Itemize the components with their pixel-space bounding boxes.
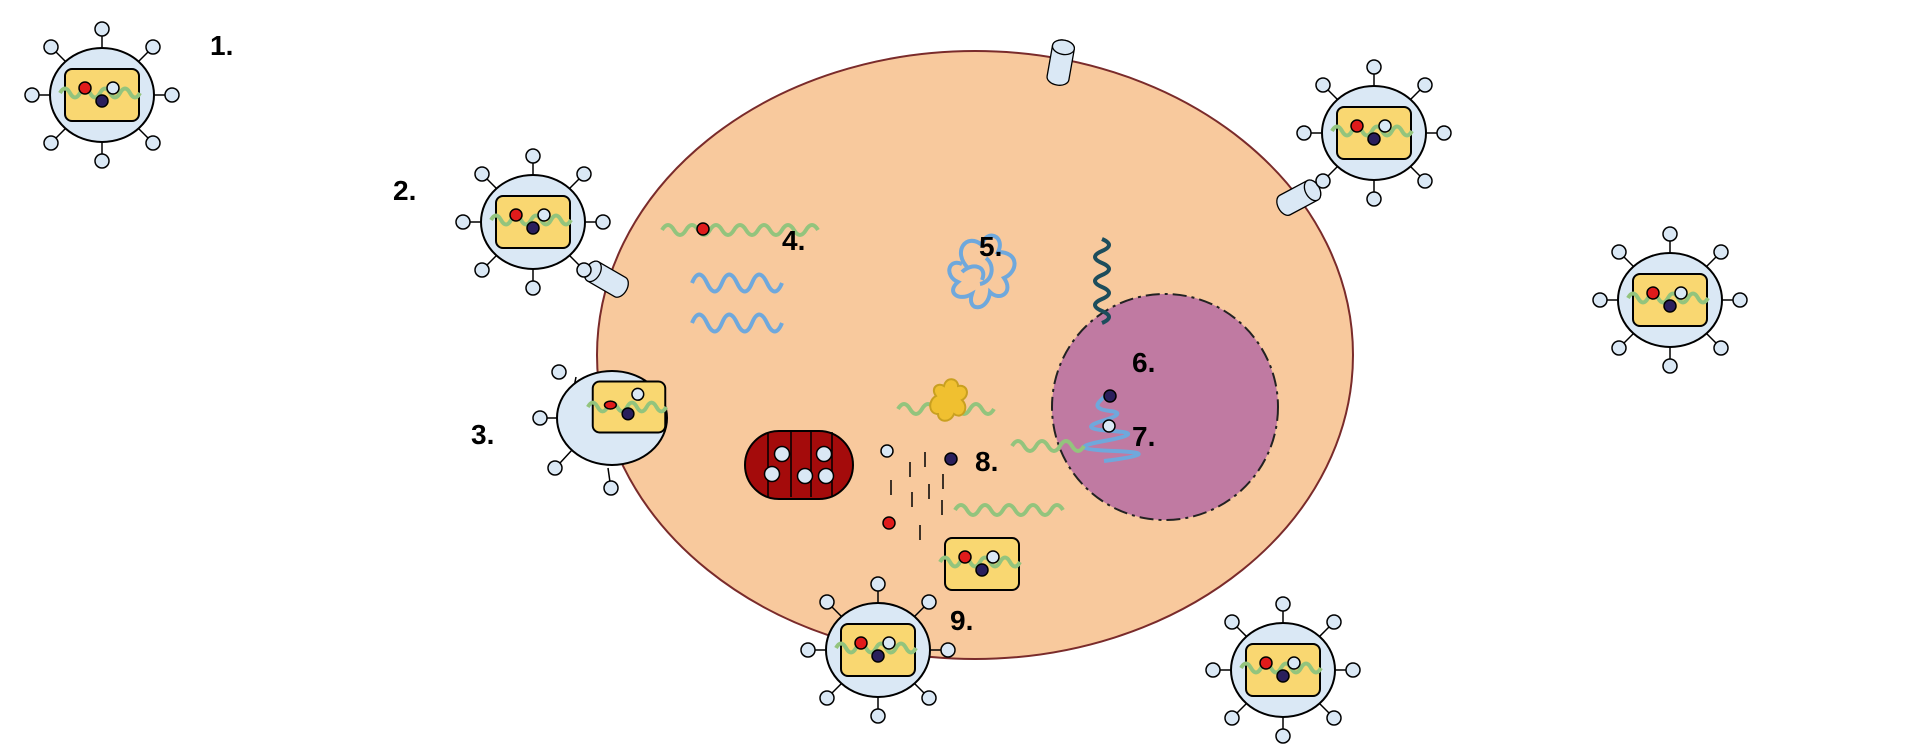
virus-particle-icon bbox=[456, 149, 610, 295]
dark-dna-strand bbox=[1093, 237, 1111, 325]
virus-particle-icon bbox=[1206, 597, 1360, 743]
host-rna-strand bbox=[690, 272, 784, 294]
nucleus bbox=[1051, 293, 1279, 521]
step-label-8: 8. bbox=[975, 446, 998, 477]
mitochondrion-icon bbox=[744, 430, 854, 500]
viral-rna-strand bbox=[660, 223, 820, 237]
step-label-9: 9. bbox=[950, 605, 973, 636]
folded-rna-icon bbox=[947, 233, 1017, 310]
virus-particle-icon bbox=[1297, 60, 1451, 206]
degraded-protein-icon bbox=[929, 378, 968, 422]
step-label-3: 3. bbox=[471, 419, 494, 450]
virus-particle-icon bbox=[1593, 227, 1747, 373]
step-label-1: 1. bbox=[210, 30, 233, 61]
budding-virus-icon bbox=[801, 577, 955, 723]
fusing-virus-icon bbox=[532, 364, 668, 496]
step-label-4: 4. bbox=[782, 225, 805, 256]
peptide-fragments bbox=[890, 452, 944, 540]
white-protein-marker bbox=[1102, 419, 1116, 433]
host-rna-segment bbox=[1082, 391, 1141, 463]
step-label-2: 2. bbox=[393, 175, 416, 206]
red-protein-marker bbox=[882, 516, 896, 530]
navy-protein-marker bbox=[1103, 389, 1117, 403]
host-rna-strand bbox=[690, 312, 784, 334]
step-label-6: 6. bbox=[1132, 347, 1155, 378]
red-protein-marker bbox=[696, 222, 710, 236]
assembled-capsid-icon bbox=[938, 536, 1022, 592]
step-label-7: 7. bbox=[1132, 421, 1155, 452]
viral-rna-strand bbox=[953, 503, 1065, 517]
viral-rna-strand bbox=[1010, 439, 1086, 453]
step-label-5: 5. bbox=[979, 231, 1002, 262]
white-protein-marker bbox=[880, 444, 894, 458]
navy-protein-marker bbox=[944, 452, 958, 466]
virus-particle-icon bbox=[25, 22, 179, 168]
